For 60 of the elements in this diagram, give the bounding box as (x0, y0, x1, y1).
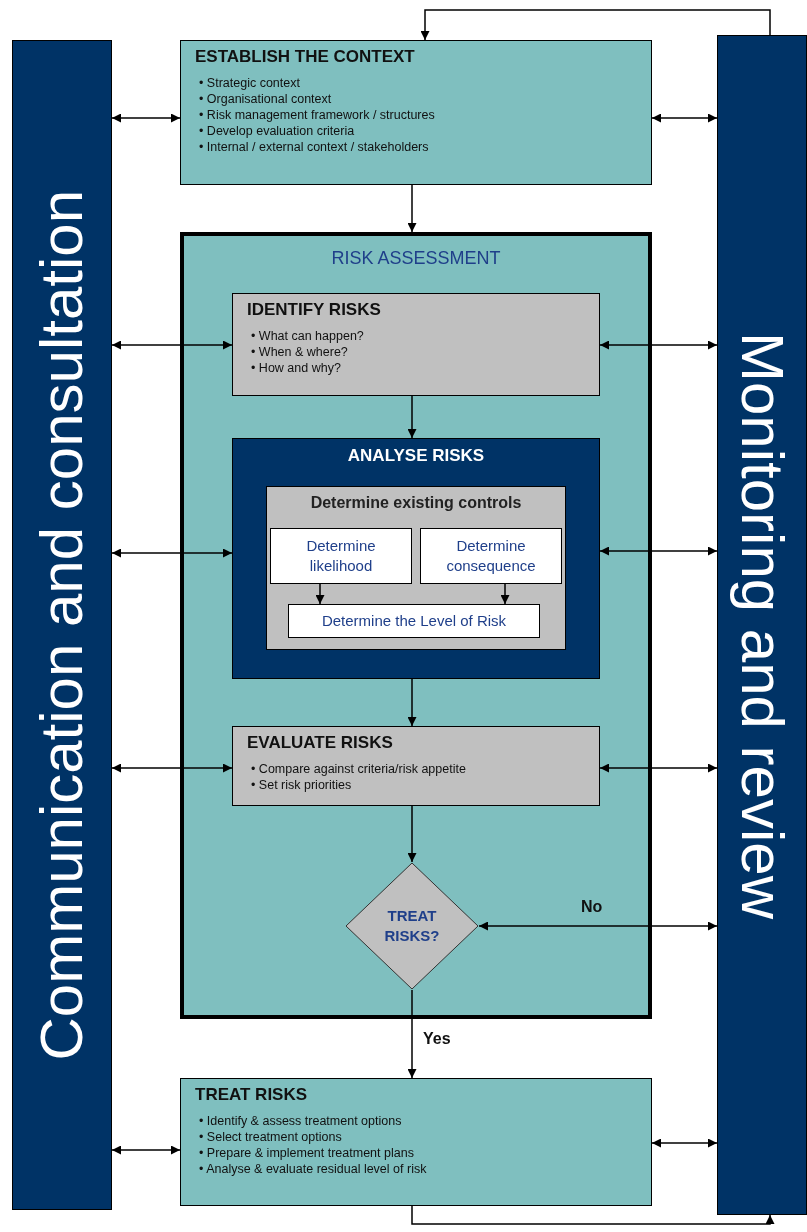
arrow (599, 546, 718, 556)
process-box (180, 40, 652, 185)
process-box (270, 528, 412, 584)
arrow (407, 989, 417, 1079)
group-title: ANALYSE RISKS (347, 446, 485, 466)
decision-diamond (345, 862, 479, 990)
band-title: Communication and consultation (32, 189, 92, 1061)
arrow (111, 1145, 181, 1155)
side-band (717, 35, 807, 1215)
band-title: Monitoring and review (732, 331, 792, 919)
box-text: Determine consequence (445, 536, 537, 576)
arrow (407, 678, 417, 727)
bullet-point: • How and why? (251, 360, 342, 376)
bullet-point: • Risk management framework / structures (199, 107, 436, 123)
arrow (411, 1205, 775, 1225)
box-heading: ESTABLISH THE CONTEXT (195, 47, 415, 67)
group-box (232, 438, 600, 679)
process-box (180, 1078, 652, 1206)
bullet-point: • Analyse & evaluate residual level of risk (199, 1161, 428, 1177)
bullet-point: • Develop evaluation criteria (199, 123, 356, 139)
box-text: Determine likelihood (305, 536, 377, 576)
process-box (232, 726, 600, 806)
group-title: Determine existing controls (310, 494, 522, 512)
process-box (232, 293, 600, 396)
arrow (651, 1138, 718, 1148)
box-heading: TREAT RISKS (195, 1085, 308, 1105)
bullet-point: • Select treatment options (199, 1129, 343, 1145)
arrow (111, 113, 181, 123)
arrow (407, 184, 417, 233)
arrow (111, 340, 233, 350)
decision-text: TREAT RISKS? (383, 906, 441, 946)
side-band (12, 40, 112, 1210)
bullet-point: • What can happen? (251, 328, 365, 344)
arrow (599, 763, 718, 773)
arrow (407, 395, 417, 439)
box-heading: IDENTIFY RISKS (247, 300, 381, 320)
arrow (599, 340, 718, 350)
bullet-point: • Set risk priorities (251, 777, 353, 793)
arrow (500, 583, 510, 605)
bullet-point: • Internal / external context / stakeholders (199, 139, 430, 155)
process-box (420, 528, 562, 584)
arrow (478, 921, 718, 931)
arrow (315, 583, 325, 605)
box-heading: EVALUATE RISKS (247, 733, 393, 753)
process-box (288, 604, 540, 638)
arrow (651, 113, 718, 123)
bullet-point: • When & where? (251, 344, 349, 360)
box-text: Determine the Level of Risk (321, 611, 507, 631)
bullet-point: • Organisational context (199, 91, 333, 107)
bullet-point: • Identify & assess treatment options (199, 1113, 403, 1129)
group-title: RISK ASSESSMENT (331, 248, 501, 269)
arrow (407, 805, 417, 863)
group-box (266, 486, 566, 650)
arrow (111, 763, 233, 773)
bullet-point: • Strategic context (199, 75, 301, 91)
group-box (180, 232, 652, 1019)
bullet-point: • Compare against criteria/risk appetite (251, 761, 467, 777)
bullet-point: • Prepare & implement treatment plans (199, 1145, 415, 1161)
arrow (111, 548, 233, 558)
arrow (420, 9, 771, 41)
